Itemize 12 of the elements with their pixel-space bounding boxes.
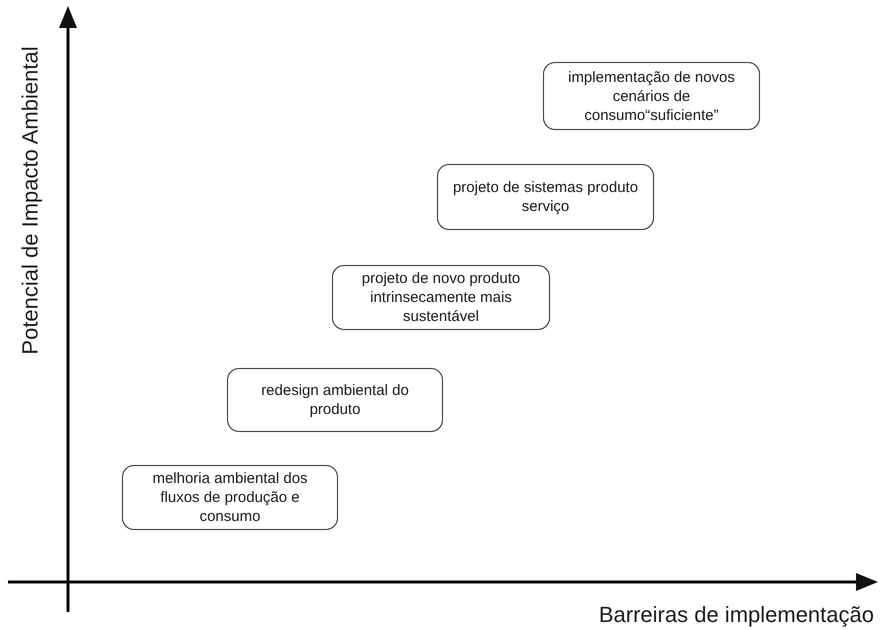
box-text: redesign ambiental do produto [260,381,410,419]
box-text: implementação de novos cenários de consumo“suficiente” [567,68,736,124]
rounded-box [332,265,550,330]
axis-label: Potencial de Impacto Ambiental [16,46,44,354]
rounded-box [227,368,443,432]
rounded-box [437,164,654,230]
box-text: projeto de novo produto intrinsecamente mais sustentável [360,269,522,326]
axis-label: Barreiras de implementação [598,601,874,629]
box-text: projeto de sistemas produto serviço [452,178,640,216]
rounded-box [543,62,760,130]
rounded-box [122,465,338,530]
box-text: melhoria ambiental dos fluxos de produção e consumo [151,469,309,526]
